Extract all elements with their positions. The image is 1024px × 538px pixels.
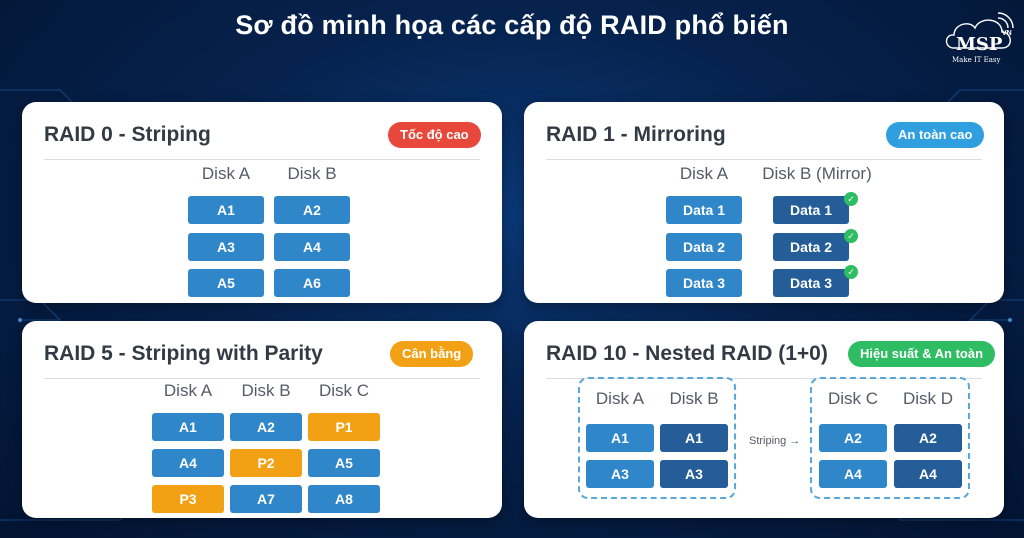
raid1-col-disk-b: Disk B (Mirror): [762, 164, 872, 183]
mirror-check-icon: ✓: [844, 229, 858, 243]
raid0-badge: Tốc độ cao: [388, 122, 481, 148]
logo-tagline: Make IT Easy: [952, 56, 1001, 64]
raid10-divider: [546, 378, 982, 379]
raid0-title: RAID 0 - Striping: [44, 123, 211, 146]
raid5-col-disk-c: Disk C: [318, 381, 370, 400]
raid5-cell: A2: [230, 413, 302, 441]
raid5-cell: A5: [308, 449, 380, 477]
striping-label: Striping →: [749, 435, 801, 447]
raid10-mirror-group-1: [578, 377, 736, 499]
raid1-card: RAID 1 - Mirroring An toàn cao Disk A Di…: [524, 102, 1004, 303]
raid10-badge: Hiệu suất & An toàn: [848, 341, 996, 367]
raid5-card: RAID 5 - Striping with Parity Cân bằng D…: [22, 321, 502, 518]
raid5-cell: A1: [152, 413, 224, 441]
msp-cloud-logo-icon: [945, 12, 1014, 49]
raid0-cell: A4: [274, 233, 350, 261]
raid10-col-disk-a: Disk A: [595, 389, 645, 408]
raid10-col-disk-b: Disk B: [669, 389, 719, 408]
raid5-parity-cell: P2: [230, 449, 302, 477]
raid1-title: RAID 1 - Mirroring: [546, 123, 726, 146]
raid10-cell: A2: [819, 424, 887, 452]
raid1-badge: An toàn cao: [886, 122, 985, 148]
raid0-col-disk-a: Disk A: [201, 164, 251, 183]
raid10-cell: A4: [819, 460, 887, 488]
raid10-cell: A1: [586, 424, 654, 452]
raid10-col-disk-c: Disk C: [827, 389, 879, 408]
page-title: Sơ đồ minh họa các cấp độ RAID phổ biến: [235, 10, 789, 40]
raid10-col-disk-d: Disk D: [902, 389, 954, 408]
raid1-divider: [546, 159, 982, 160]
raid0-cell: A3: [188, 233, 264, 261]
raid1-cell: Data 1: [773, 196, 849, 224]
raid5-title: RAID 5 - Striping with Parity: [44, 342, 323, 365]
raid1-col-disk-a: Disk A: [679, 164, 729, 183]
raid5-cell: A4: [152, 449, 224, 477]
raid1-cell: Data 3: [773, 269, 849, 297]
raid0-divider: [44, 159, 480, 160]
logo-sup: VN: [1002, 30, 1012, 37]
raid10-title: RAID 10 - Nested RAID (1+0): [546, 342, 828, 365]
raid5-cell: A7: [230, 485, 302, 513]
raid5-badge: Cân bằng: [390, 341, 474, 367]
raid10-mirror-group-2: [810, 377, 970, 499]
raid5-parity-cell: P1: [308, 413, 380, 441]
raid10-cell: A2: [894, 424, 962, 452]
raid0-cell: A2: [274, 196, 350, 224]
raid1-cell: Data 2: [773, 233, 849, 261]
raid0-cell: A6: [274, 269, 350, 297]
logo-text: MSP: [956, 34, 1003, 55]
raid0-cell: A5: [188, 269, 264, 297]
raid1-cell: Data 2: [666, 233, 742, 261]
raid5-parity-cell: P3: [152, 485, 224, 513]
raid0-cell: A1: [188, 196, 264, 224]
raid10-cell: A4: [894, 460, 962, 488]
mirror-check-icon: ✓: [844, 192, 858, 206]
mirror-check-icon: ✓: [844, 265, 858, 279]
raid10-cell: A3: [586, 460, 654, 488]
raid5-col-disk-b: Disk B: [241, 381, 291, 400]
raid0-card: RAID 0 - Striping Tốc độ cao Disk A Disk…: [22, 102, 502, 303]
raid5-divider: [44, 378, 480, 379]
raid5-cell: A8: [308, 485, 380, 513]
raid1-cell: Data 3: [666, 269, 742, 297]
raid5-col-disk-a: Disk A: [163, 381, 213, 400]
raid10-cell: A3: [660, 460, 728, 488]
raid0-col-disk-b: Disk B: [287, 164, 337, 183]
raid10-cell: A1: [660, 424, 728, 452]
raid1-cell: Data 1: [666, 196, 742, 224]
raid10-card: RAID 10 - Nested RAID (1+0) Hiệu suất & …: [524, 321, 1004, 518]
